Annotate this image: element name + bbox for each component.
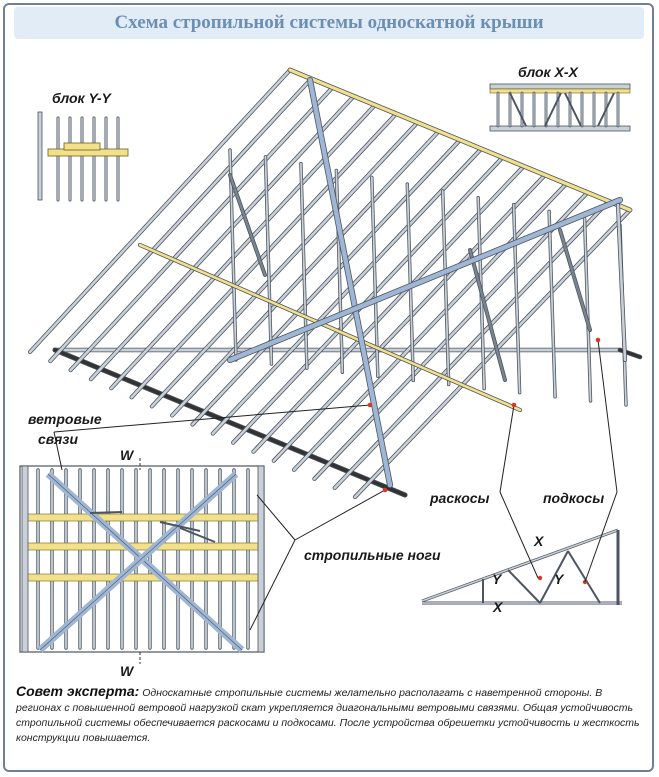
roof-truss-3d — [27, 67, 643, 500]
end-post — [615, 202, 628, 363]
label-struts: раскосы — [429, 490, 490, 506]
rafter-leg — [48, 76, 314, 364]
post — [228, 148, 238, 362]
wind-tie — [306, 76, 394, 489]
expert-advice: Совет эксперта: Односкатные стропильные … — [16, 684, 646, 746]
wind-tie — [226, 196, 624, 364]
front-bottom-beam — [52, 347, 408, 498]
label-w-top: W — [120, 447, 135, 463]
post — [405, 182, 415, 383]
rafter-leg — [149, 120, 420, 409]
rafter-leg — [312, 190, 590, 481]
post — [441, 189, 451, 387]
label-w-bottom: W — [120, 663, 135, 679]
strut — [558, 228, 592, 332]
post — [547, 209, 557, 399]
plan-view — [19, 458, 265, 664]
label-y-left: Y — [492, 571, 503, 587]
label-y-right: Y — [554, 571, 565, 587]
rafter-leg — [129, 111, 399, 400]
diagram-title: Схема стропильной системы односкатной кр… — [14, 7, 644, 39]
strut — [228, 173, 267, 277]
rafter-leg — [109, 102, 378, 391]
rafter-leg — [27, 67, 293, 355]
label-rafter-legs: стропильные ноги — [304, 547, 441, 563]
post — [299, 161, 309, 370]
advice-heading: Совет эксперта: — [16, 683, 140, 699]
rafter-marker — [382, 487, 388, 493]
rafter-leg — [231, 155, 505, 445]
post — [370, 175, 380, 379]
label-wind-ties-2: связи — [38, 431, 78, 447]
rafter-leg — [210, 146, 484, 436]
side-elevation — [421, 528, 622, 605]
label-braces: подкосы — [543, 490, 604, 506]
block-xx-inset — [489, 83, 631, 132]
strut-marker — [511, 402, 517, 408]
wind-tie-marker — [367, 402, 373, 408]
strut — [468, 248, 507, 382]
post — [511, 202, 522, 395]
rafter-leg — [190, 137, 463, 427]
brace-marker — [595, 337, 601, 343]
post — [582, 216, 593, 403]
block-yy-inset — [37, 111, 129, 202]
label-x-top: X — [533, 533, 545, 549]
label-block-xx: блок X-X — [518, 64, 580, 80]
rafter-leg — [88, 94, 356, 382]
ridge-purlin — [287, 67, 633, 213]
label-x-bottom: X — [492, 599, 504, 615]
rafter-leg — [271, 172, 548, 463]
rafter-leg — [291, 181, 569, 472]
label-wind-ties-1: ветровые — [28, 411, 102, 427]
mid-purlin — [137, 242, 523, 413]
post — [263, 155, 274, 366]
leader-lines — [53, 339, 618, 631]
advice-text: Односкатные стропильные системы желатель… — [16, 687, 640, 744]
label-block-yy: блок Y-Y — [52, 90, 113, 106]
rafter-leg — [68, 85, 335, 373]
